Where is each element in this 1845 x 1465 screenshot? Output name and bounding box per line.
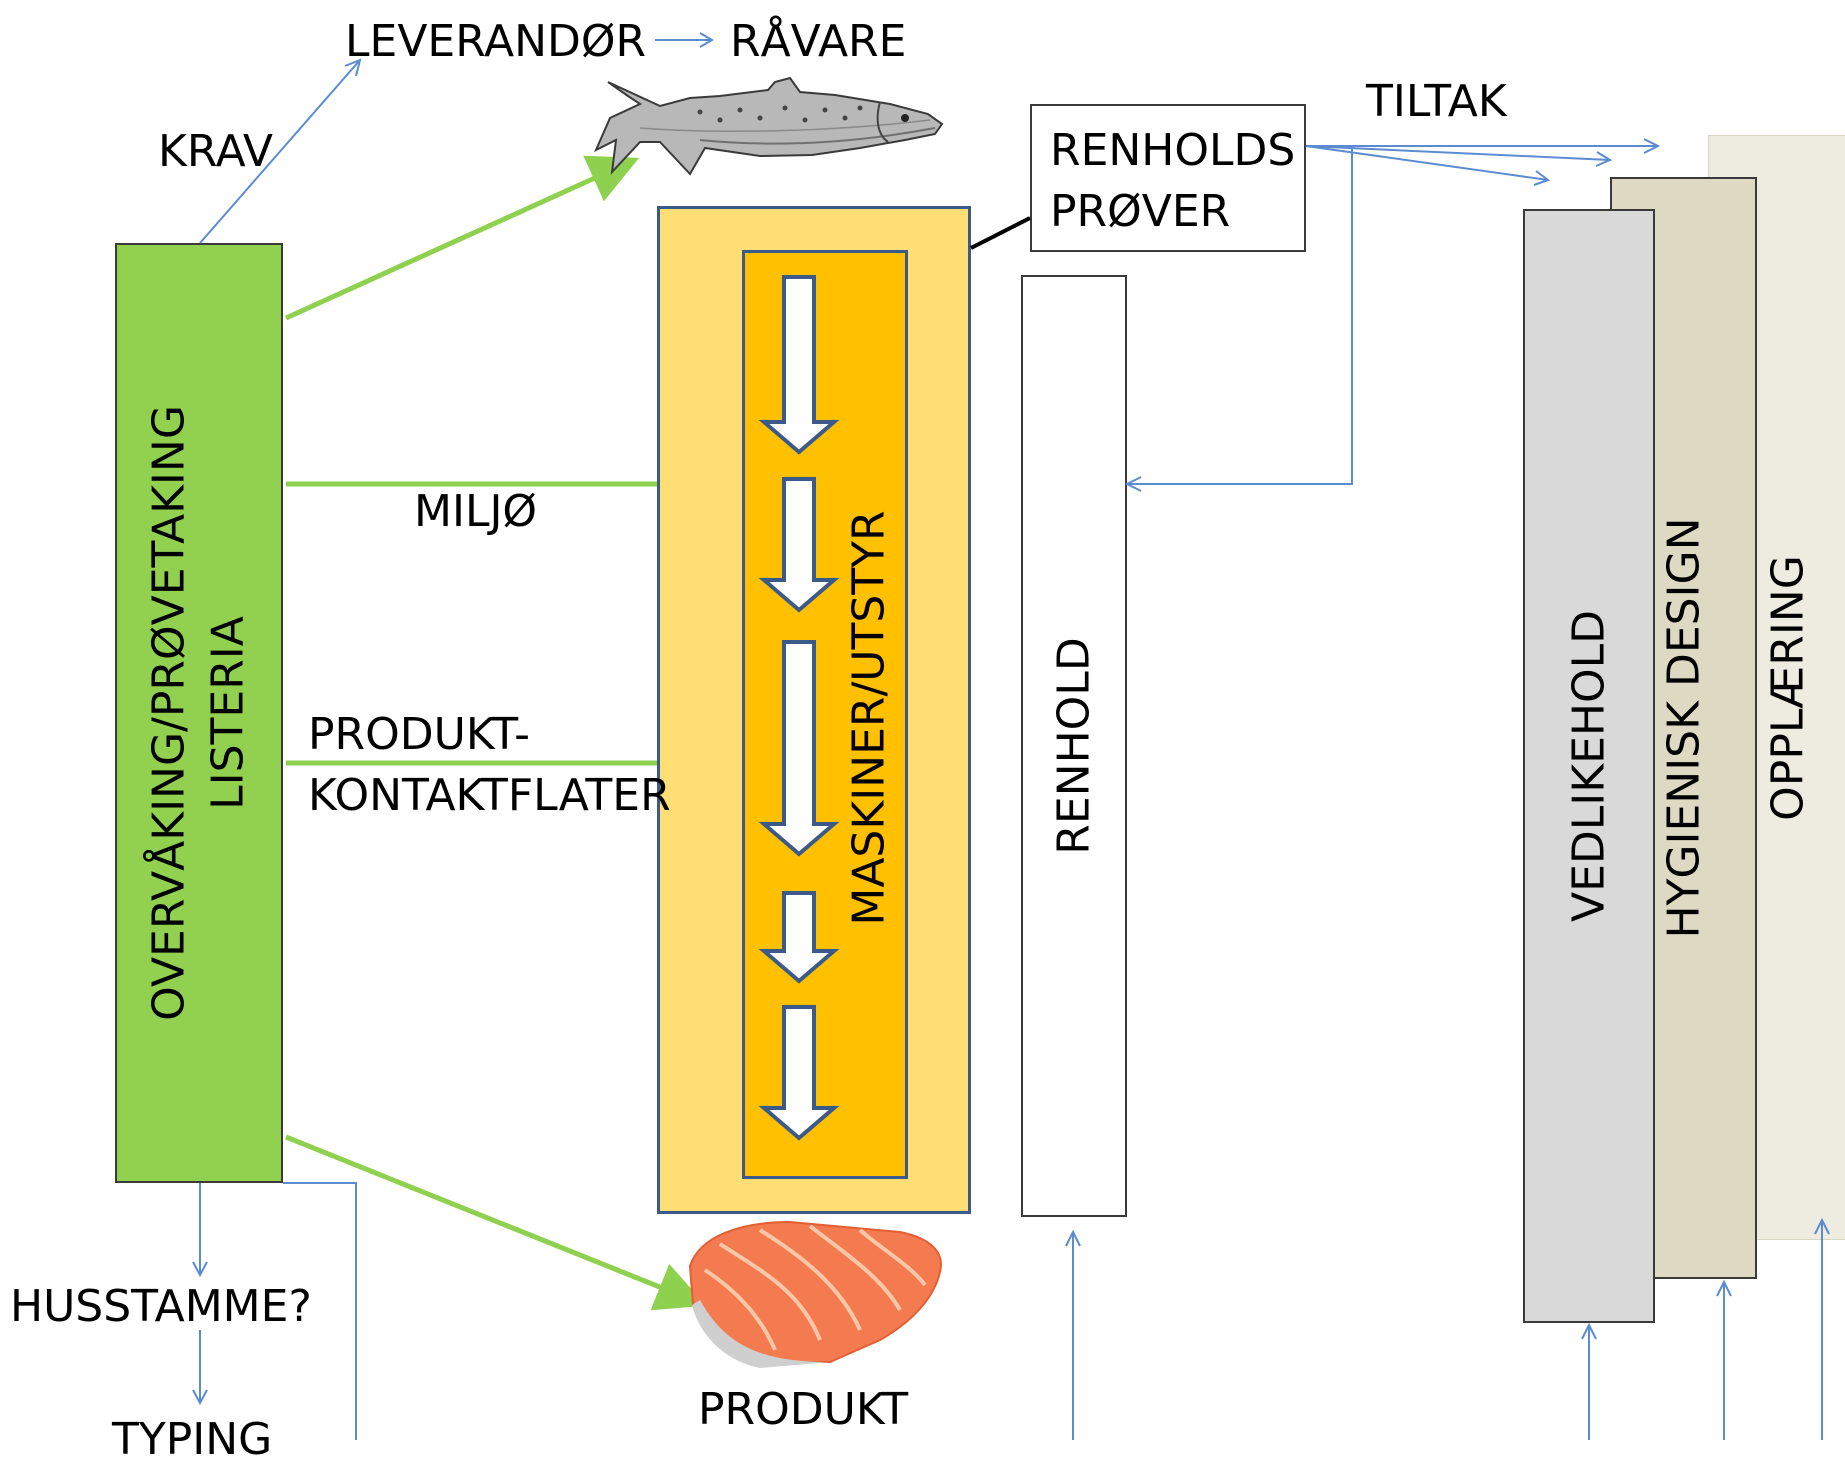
- salmon-fish-icon: [596, 78, 942, 174]
- produkt-label: PRODUKT: [698, 1388, 908, 1432]
- typing-label: TYPING: [112, 1418, 272, 1462]
- leverandor-label: LEVERANDØR: [345, 20, 646, 64]
- husstamme-label: HUSSTAMME?: [10, 1285, 312, 1329]
- salmon-fillet-icon: [690, 1222, 941, 1368]
- flow-arrow-5: [764, 1007, 834, 1138]
- flow-arrow-4: [764, 893, 834, 981]
- prover-to-renhold-arrow: [1127, 146, 1352, 484]
- miljo-label: MILJØ: [414, 490, 537, 534]
- flow-arrow-2: [764, 479, 834, 610]
- process-flow-arrows: [764, 277, 834, 1138]
- krav-label: KRAV: [158, 130, 273, 174]
- produktkontakt-label-line2: KONTAKTFLATER: [308, 774, 671, 818]
- green-arrow-to-ravare: [286, 162, 630, 318]
- produktkontakt-label-line1: PRODUKT-: [308, 713, 530, 757]
- tiltak-label: TILTAK: [1366, 80, 1507, 124]
- flow-arrow-3: [764, 642, 834, 854]
- black-connector: [971, 218, 1030, 248]
- green-arrow-to-produkt: [286, 1137, 697, 1302]
- flow-arrow-1: [764, 277, 834, 452]
- ravare-label: RÅVARE: [730, 20, 906, 64]
